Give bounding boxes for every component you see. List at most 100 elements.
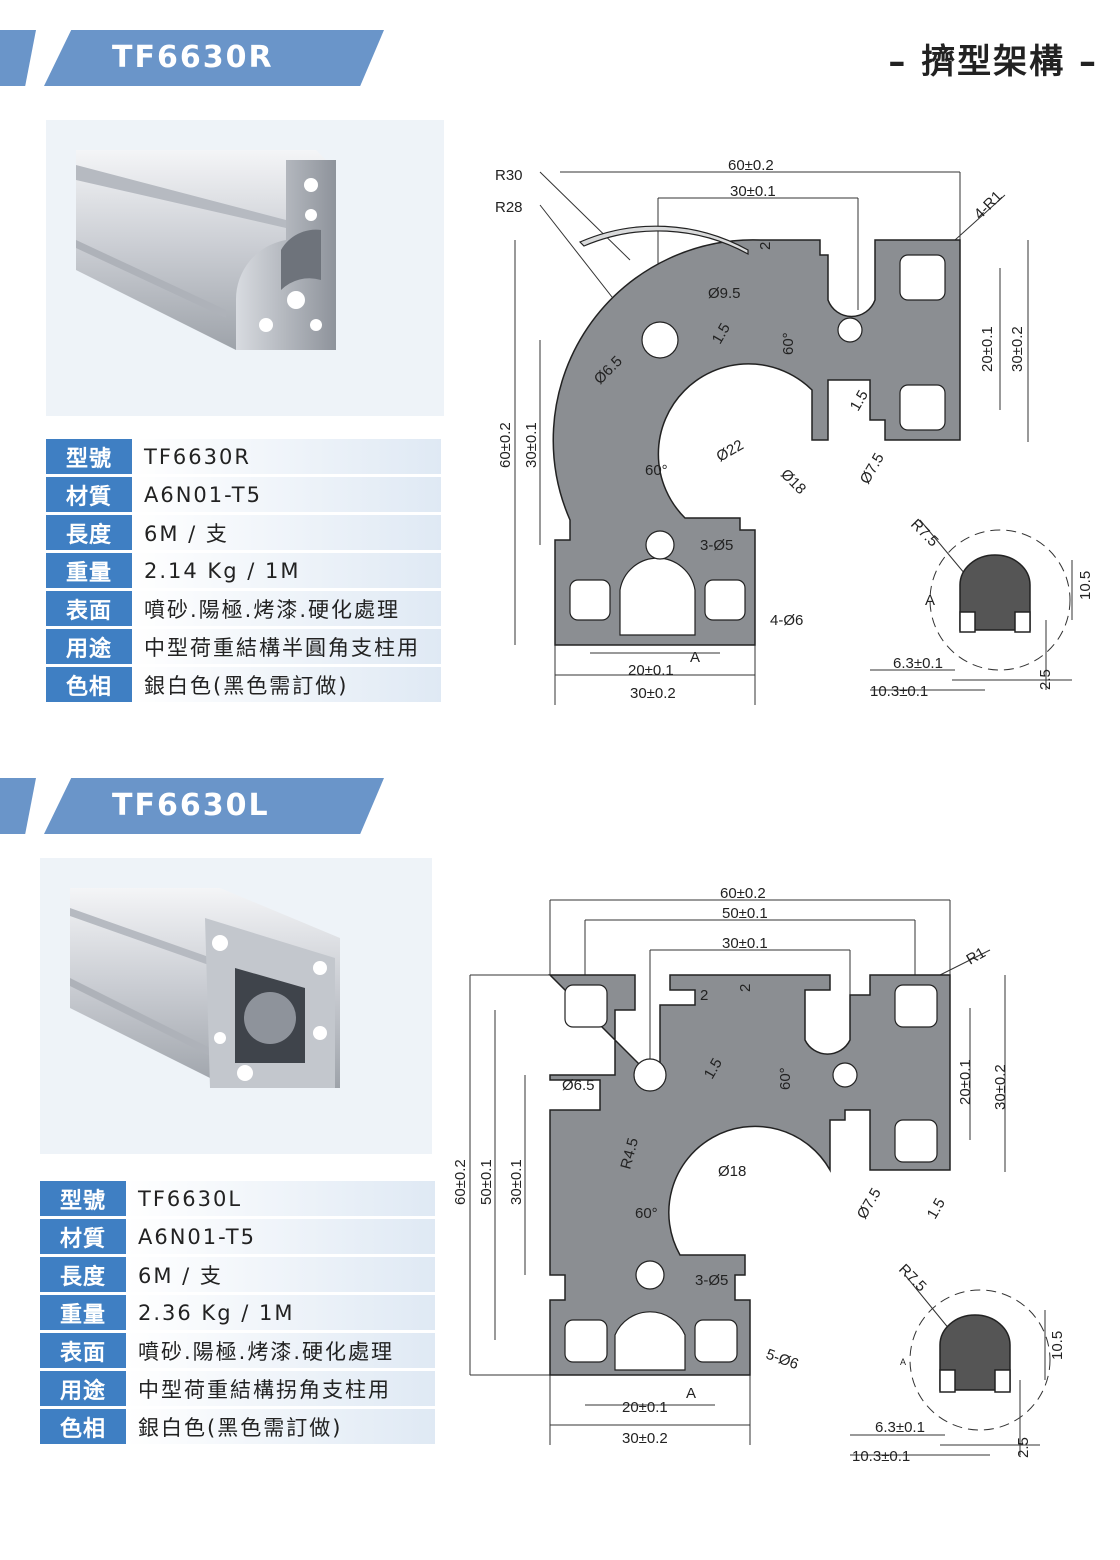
dim-label: 3-Ø5 (700, 537, 733, 554)
spec-key: 型號 (40, 1181, 126, 1216)
dim-label: 60° (645, 462, 668, 479)
dim-label: 60±0.2 (497, 422, 514, 468)
dim-label: 60° (777, 1067, 794, 1090)
dim-label: Ø9.5 (708, 285, 741, 302)
spec-row: 表面噴砂.陽極.烤漆.硬化處理 (40, 1333, 435, 1368)
dim-label: 30±0.1 (730, 183, 776, 200)
dim-label: 6.3±0.1 (875, 1419, 925, 1436)
spec-value: A6N01-T5 (132, 477, 441, 512)
dim-label: 2.5 (1037, 669, 1054, 690)
dim-label: Ø18 (777, 466, 809, 498)
spec-key: 長度 (46, 515, 132, 550)
dim-label: A (900, 1357, 906, 1367)
dim-label: 30±0.2 (1009, 326, 1026, 372)
spec-key: 表面 (40, 1333, 126, 1368)
dim-label: 20±0.1 (957, 1059, 974, 1105)
dim-label: 2 (757, 242, 774, 250)
product-banner-2: TF6630L (0, 778, 400, 834)
dim-label: 60±0.2 (720, 885, 766, 902)
spec-row: 用途中型荷重結構半圓角支柱用 (46, 629, 441, 664)
spec-value: 銀白色(黑色需訂做) (126, 1409, 435, 1444)
product-model-title: TF6630R (112, 40, 274, 75)
dim-label: 2 (737, 984, 754, 992)
spec-value: 2.36 Kg / 1M (126, 1295, 435, 1330)
dim-label: 20±0.1 (979, 326, 996, 372)
dim-label: 20±0.1 (628, 662, 674, 679)
dim-label: Ø18 (718, 1163, 746, 1180)
spec-key: 長度 (40, 1257, 126, 1292)
product-banner-1: TF6630R (0, 30, 400, 86)
spec-key: 型號 (46, 439, 132, 474)
spec-value: 噴砂.陽極.烤漆.硬化處理 (126, 1333, 435, 1368)
dim-label: A (925, 592, 935, 609)
spec-value: TF6630R (132, 439, 441, 474)
dim-label: 60° (780, 332, 797, 355)
dim-label: R7.5 (895, 1261, 929, 1295)
dim-label: 20±0.1 (622, 1399, 668, 1416)
spec-row: 表面噴砂.陽極.烤漆.硬化處理 (46, 591, 441, 626)
dim-label: 50±0.1 (722, 905, 768, 922)
spec-key: 重量 (40, 1295, 126, 1330)
dim-label: A (686, 1385, 696, 1402)
spec-key: 材質 (40, 1219, 126, 1254)
dim-label: 10.3±0.1 (852, 1448, 910, 1465)
spec-value: 2.14 Kg / 1M (132, 553, 441, 588)
dim-label: R1 (964, 944, 989, 968)
dim-label: 50±0.1 (478, 1159, 495, 1205)
spec-row: 色相銀白色(黑色需訂做) (40, 1409, 435, 1444)
dim-label: Ø7.5 (857, 450, 888, 487)
dim-label: Ø22 (714, 437, 747, 466)
spec-value: 6M / 支 (132, 515, 441, 550)
dim-label: 60±0.2 (728, 157, 774, 174)
dim-label: 1.5 (924, 1195, 949, 1222)
spec-row: 色相銀白色(黑色需訂做) (46, 667, 441, 702)
dim-label: 60° (635, 1205, 658, 1222)
spec-value: 中型荷重結構半圓角支柱用 (132, 629, 441, 664)
dim-label: R7.5 (907, 516, 941, 550)
dim-label: Ø6.5 (562, 1077, 595, 1094)
dim-label: R28 (495, 199, 523, 216)
dim-label: 10.3±0.1 (870, 683, 928, 700)
dim-label: 3-Ø5 (695, 1272, 728, 1289)
spec-value: TF6630L (126, 1181, 435, 1216)
dim-label: 6.3±0.1 (893, 655, 943, 672)
product-photo-1 (46, 120, 444, 416)
product-model-title: TF6630L (112, 788, 270, 823)
dim-label: 30±0.1 (523, 422, 540, 468)
spec-key: 用途 (40, 1371, 126, 1406)
product-photo-2 (40, 858, 432, 1154)
dim-label: 30±0.1 (722, 935, 768, 952)
page-category-title: – 擠型架構 – (888, 42, 1098, 82)
spec-key: 用途 (46, 629, 132, 664)
dim-label: A (690, 649, 700, 666)
spec-value: 噴砂.陽極.烤漆.硬化處理 (132, 591, 441, 626)
spec-key: 材質 (46, 477, 132, 512)
spec-key: 表面 (46, 591, 132, 626)
technical-drawing-1: R30 R28 60±0.2 30±0.1 4-R1 2 Ø9.5 1.5 60… (495, 157, 1094, 705)
dim-label: 4-Ø6 (770, 612, 803, 629)
dim-label: 1.5 (847, 387, 872, 414)
dim-label: R30 (495, 167, 523, 184)
spec-value: A6N01-T5 (126, 1219, 435, 1254)
spec-key: 重量 (46, 553, 132, 588)
dim-label: 2 (700, 987, 708, 1004)
spec-value: 銀白色(黑色需訂做) (132, 667, 441, 702)
dim-label: 10.5 (1049, 1331, 1066, 1360)
spec-value: 中型荷重結構拐角支柱用 (126, 1371, 435, 1406)
dim-label: 2.5 (1015, 1437, 1032, 1458)
spec-value: 6M / 支 (126, 1257, 435, 1292)
dim-label: 30±0.1 (508, 1159, 525, 1205)
spec-key: 色相 (40, 1409, 126, 1444)
dim-label: Ø7.5 (854, 1185, 885, 1222)
dim-label: 5-Ø6 (764, 1346, 801, 1373)
technical-drawing-2: 60±0.2 50±0.1 30±0.1 R1 2 2 Ø6.5 1.5 60°… (452, 885, 1066, 1465)
dim-label: 60±0.2 (452, 1159, 469, 1205)
